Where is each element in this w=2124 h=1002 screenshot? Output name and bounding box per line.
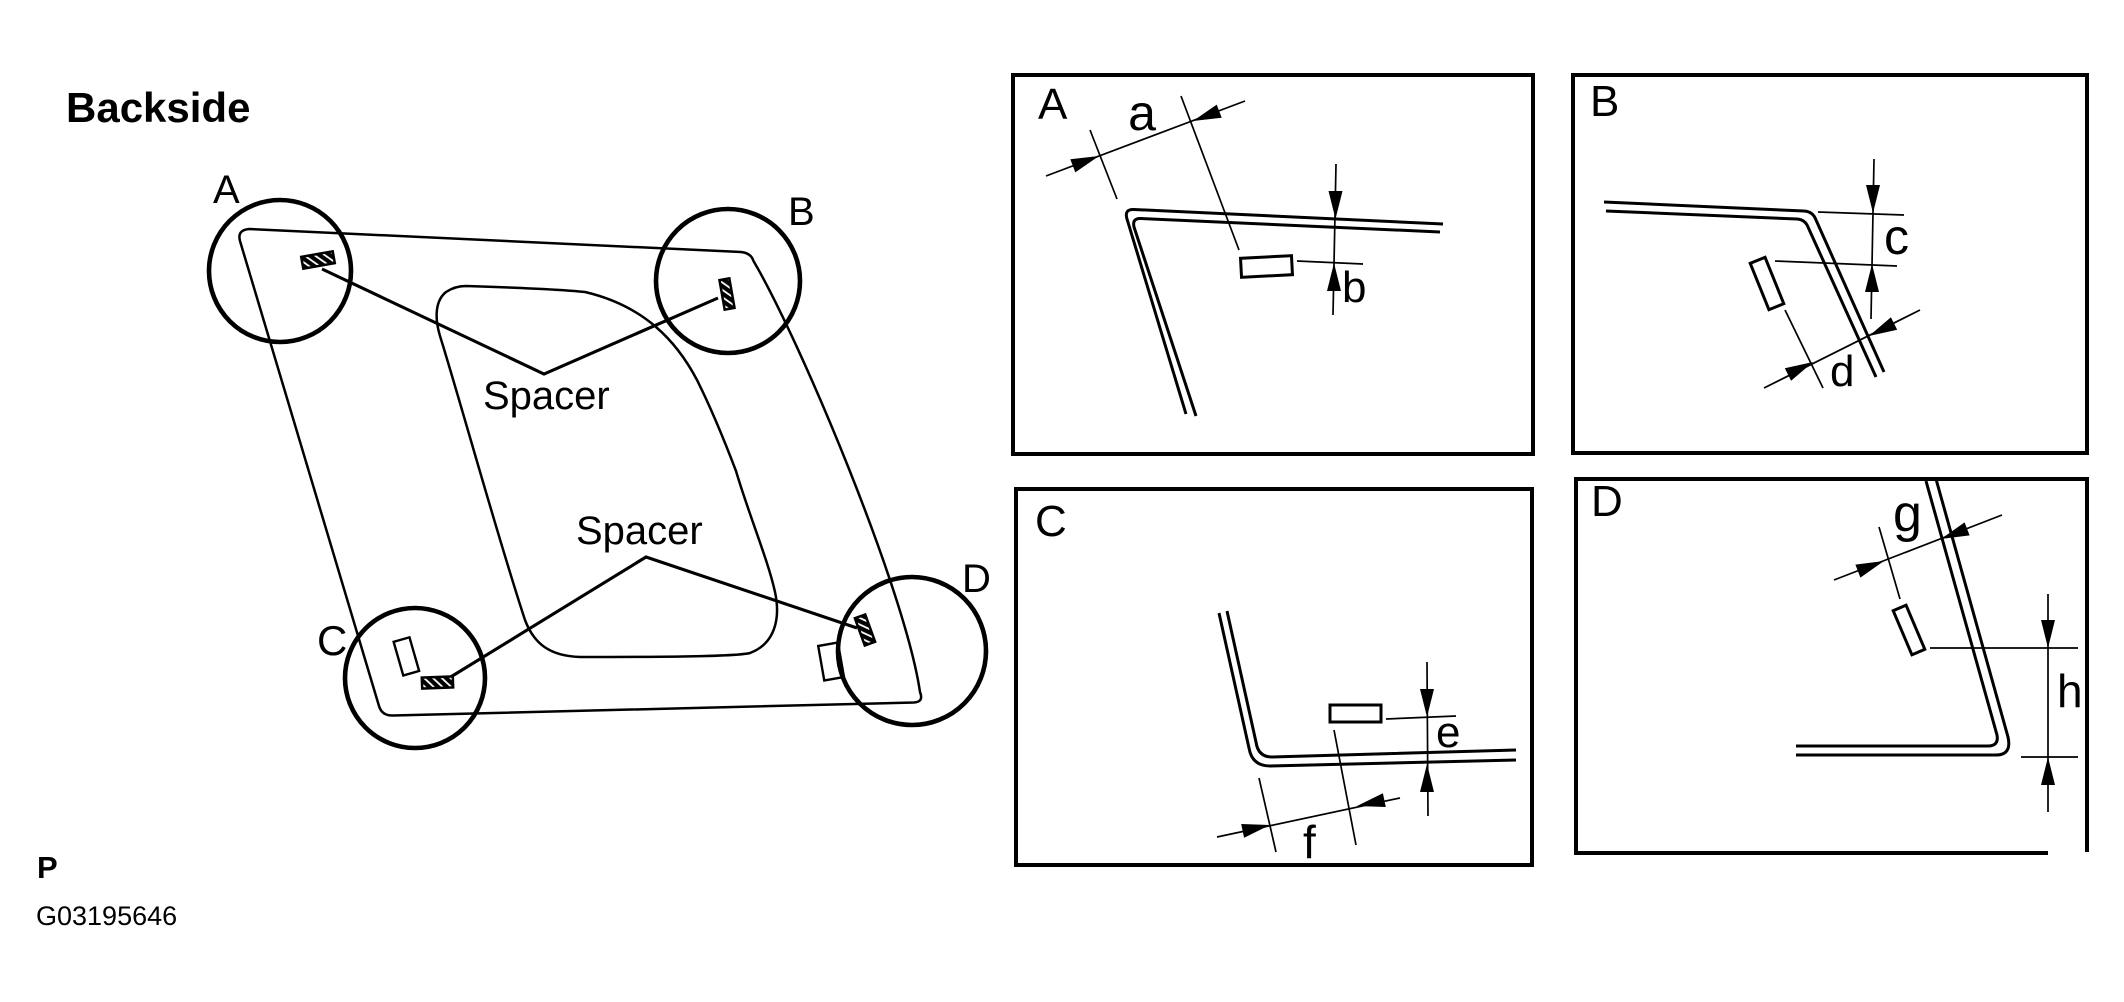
svg-text:h: h (2057, 665, 2083, 717)
svg-text:B: B (788, 190, 815, 234)
svg-text:d: d (1830, 347, 1854, 396)
svg-text:D: D (962, 557, 991, 601)
svg-text:A: A (1038, 80, 1068, 129)
svg-text:P: P (37, 850, 58, 885)
svg-text:A: A (213, 168, 240, 212)
svg-text:Backside: Backside (66, 84, 250, 131)
svg-text:G03195646: G03195646 (36, 901, 177, 931)
svg-text:b: b (1342, 263, 1366, 312)
svg-text:f: f (1303, 816, 1316, 868)
svg-text:B: B (1590, 77, 1619, 126)
svg-text:C: C (1035, 497, 1067, 546)
svg-text:C: C (317, 617, 347, 664)
svg-text:g: g (1893, 485, 1922, 543)
svg-text:Spacer: Spacer (483, 374, 610, 418)
svg-text:e: e (1436, 708, 1460, 757)
svg-text:a: a (1128, 85, 1156, 141)
svg-text:D: D (1591, 477, 1623, 526)
svg-text:c: c (1884, 209, 1909, 265)
svg-text:Spacer: Spacer (576, 509, 703, 553)
